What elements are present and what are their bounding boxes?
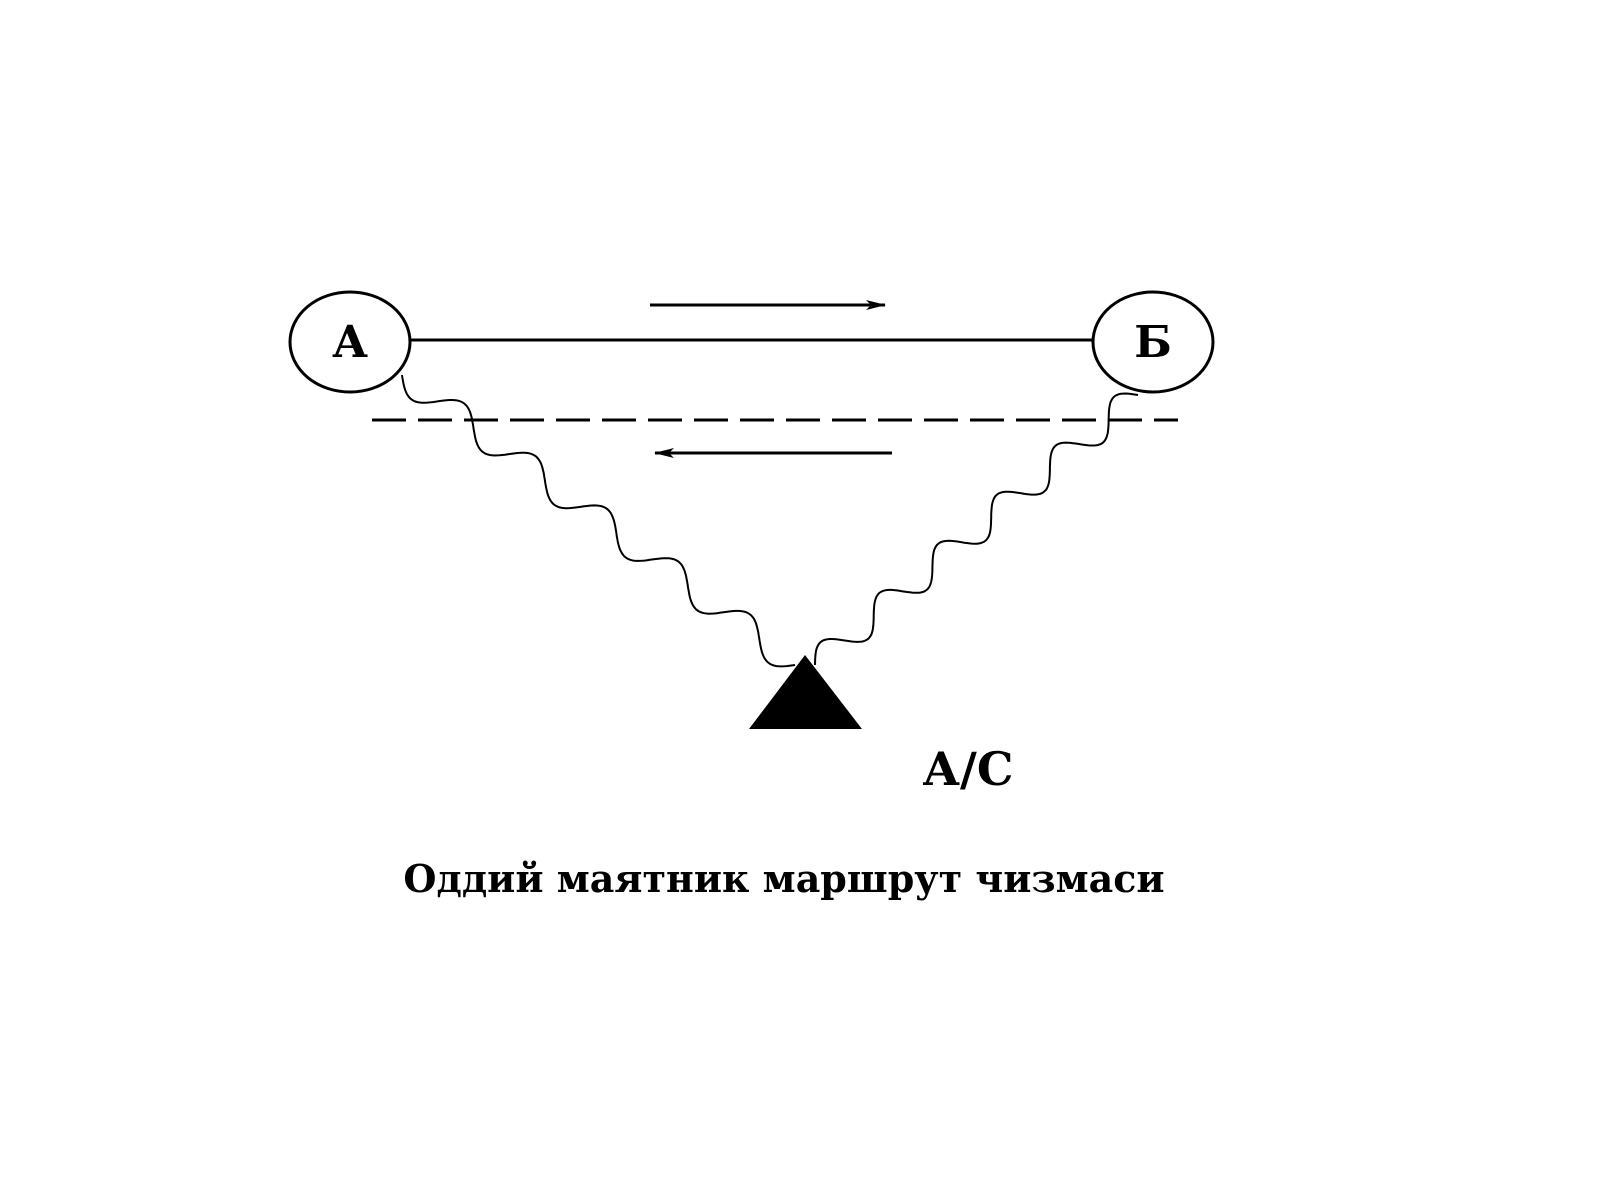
node-b-label: Б	[1134, 317, 1172, 368]
node-b: Б	[1091, 290, 1215, 394]
depot-triangle-icon	[749, 655, 862, 729]
depot-label: А/С	[923, 742, 1014, 796]
diagram-caption: Оддий маятник маршрут чизмаси	[403, 856, 1164, 901]
zero-run-line-right	[814, 392, 1139, 666]
node-a-label: А	[332, 317, 368, 368]
node-a-circle	[288, 290, 412, 394]
zero-run-line-left	[401, 374, 796, 668]
node-a: А	[288, 290, 412, 394]
node-b-circle	[1091, 290, 1215, 394]
